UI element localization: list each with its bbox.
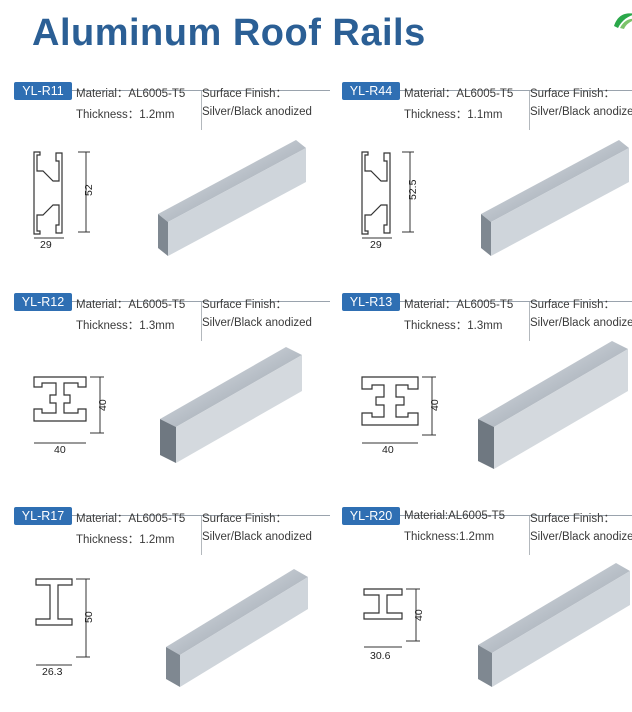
height-dimension: 40 — [413, 609, 425, 621]
column-separator — [201, 91, 202, 130]
width-dimension: 29 — [370, 239, 382, 251]
cross-section-drawing: 50 26.3 — [35, 578, 95, 678]
column-separator — [529, 516, 530, 555]
cross-section-drawing: 40 40 — [361, 376, 441, 456]
thickness-text: Thickness：1.1mm — [404, 109, 503, 121]
section-divider — [342, 301, 632, 302]
thickness-text: Thickness：1.2mm — [76, 534, 175, 546]
rail-photo — [166, 569, 308, 687]
section-divider — [342, 515, 632, 516]
rail-photo — [478, 341, 628, 469]
surface-finish-label: Surface Finish： — [202, 88, 288, 100]
material-text: Material：AL6005-T5 — [404, 88, 514, 100]
width-dimension: 26.3 — [42, 666, 63, 678]
material-text: Material：AL6005-T5 — [76, 513, 186, 525]
height-dimension: 40 — [429, 399, 441, 411]
surface-finish-label: Surface Finish： — [530, 88, 616, 100]
product-card-yl-r20: YL-R20 Material:AL6005-T5 Thickness:1.2m… — [342, 507, 632, 712]
thickness-text: Thickness：1.3mm — [76, 320, 175, 332]
surface-finish-value: Silver/Black anodized — [530, 317, 632, 329]
rail-photo — [478, 563, 630, 687]
product-code-badge: YL-R17 — [14, 507, 72, 525]
rail-photo — [158, 140, 306, 256]
cross-section-drawing: 40 30.6 — [363, 588, 425, 662]
surface-finish-value: Silver/Black anodized — [202, 531, 312, 543]
section-divider — [14, 90, 330, 91]
rail-photo — [481, 140, 629, 256]
product-code-badge: YL-R44 — [342, 82, 400, 100]
surface-finish-value: Silver/Black anodized — [530, 106, 632, 118]
product-card-yl-r11: YL-R11 Material：AL6005-T5 Thickness：1.2m… — [14, 82, 330, 287]
product-code-badge: YL-R13 — [342, 293, 400, 311]
surface-finish-value: Silver/Black anodized — [202, 317, 312, 329]
rail-photo — [160, 347, 302, 463]
product-card-yl-r44: YL-R44 Material：AL6005-T5 Thickness：1.1m… — [342, 82, 632, 287]
product-card-yl-r13: YL-R13 Material：AL6005-T5 Thickness：1.3m… — [342, 293, 632, 498]
material-text: Material：AL6005-T5 — [76, 299, 186, 311]
width-dimension: 29 — [40, 239, 52, 251]
column-separator — [529, 302, 530, 341]
cross-section-drawing: 52.5 29 — [361, 151, 419, 251]
cross-section-drawing: 52 29 — [33, 151, 95, 251]
material-text: Material：AL6005-T5 — [76, 88, 186, 100]
width-dimension: 30.6 — [370, 650, 391, 662]
width-dimension: 40 — [382, 444, 394, 456]
column-separator — [201, 302, 202, 341]
surface-finish-label: Surface Finish： — [202, 513, 288, 525]
product-code-badge: YL-R20 — [342, 507, 400, 525]
product-card-yl-r12: YL-R12 Material：AL6005-T5 Thickness：1.3m… — [14, 293, 330, 498]
surface-finish-label: Surface Finish： — [530, 513, 616, 525]
thickness-text: Thickness：1.2mm — [76, 109, 175, 121]
material-text: Material：AL6005-T5 — [404, 299, 514, 311]
page-title: Aluminum Roof Rails — [32, 12, 426, 54]
surface-finish-value: Silver/Black anodized — [530, 531, 632, 543]
material-text: Material:AL6005-T5 — [404, 510, 505, 522]
width-dimension: 40 — [54, 444, 66, 456]
surface-finish-value: Silver/Black anodized — [202, 106, 312, 118]
column-separator — [201, 516, 202, 555]
section-divider — [14, 301, 330, 302]
thickness-text: Thickness:1.2mm — [404, 531, 495, 543]
cross-section-drawing: 40 40 — [33, 376, 109, 456]
brand-logo-icon — [614, 13, 632, 29]
height-dimension: 52 — [83, 184, 95, 196]
height-dimension: 50 — [83, 611, 95, 623]
section-divider — [14, 515, 330, 516]
surface-finish-label: Surface Finish： — [202, 299, 288, 311]
section-divider — [342, 90, 632, 91]
height-dimension: 40 — [97, 399, 109, 411]
column-separator — [529, 91, 530, 130]
product-card-yl-r17: YL-R17 Material：AL6005-T5 Thickness：1.2m… — [14, 507, 330, 712]
surface-finish-label: Surface Finish： — [530, 299, 616, 311]
height-dimension: 52.5 — [407, 179, 419, 200]
product-code-badge: YL-R12 — [14, 293, 72, 311]
thickness-text: Thickness：1.3mm — [404, 320, 503, 332]
product-code-badge: YL-R11 — [14, 82, 72, 100]
